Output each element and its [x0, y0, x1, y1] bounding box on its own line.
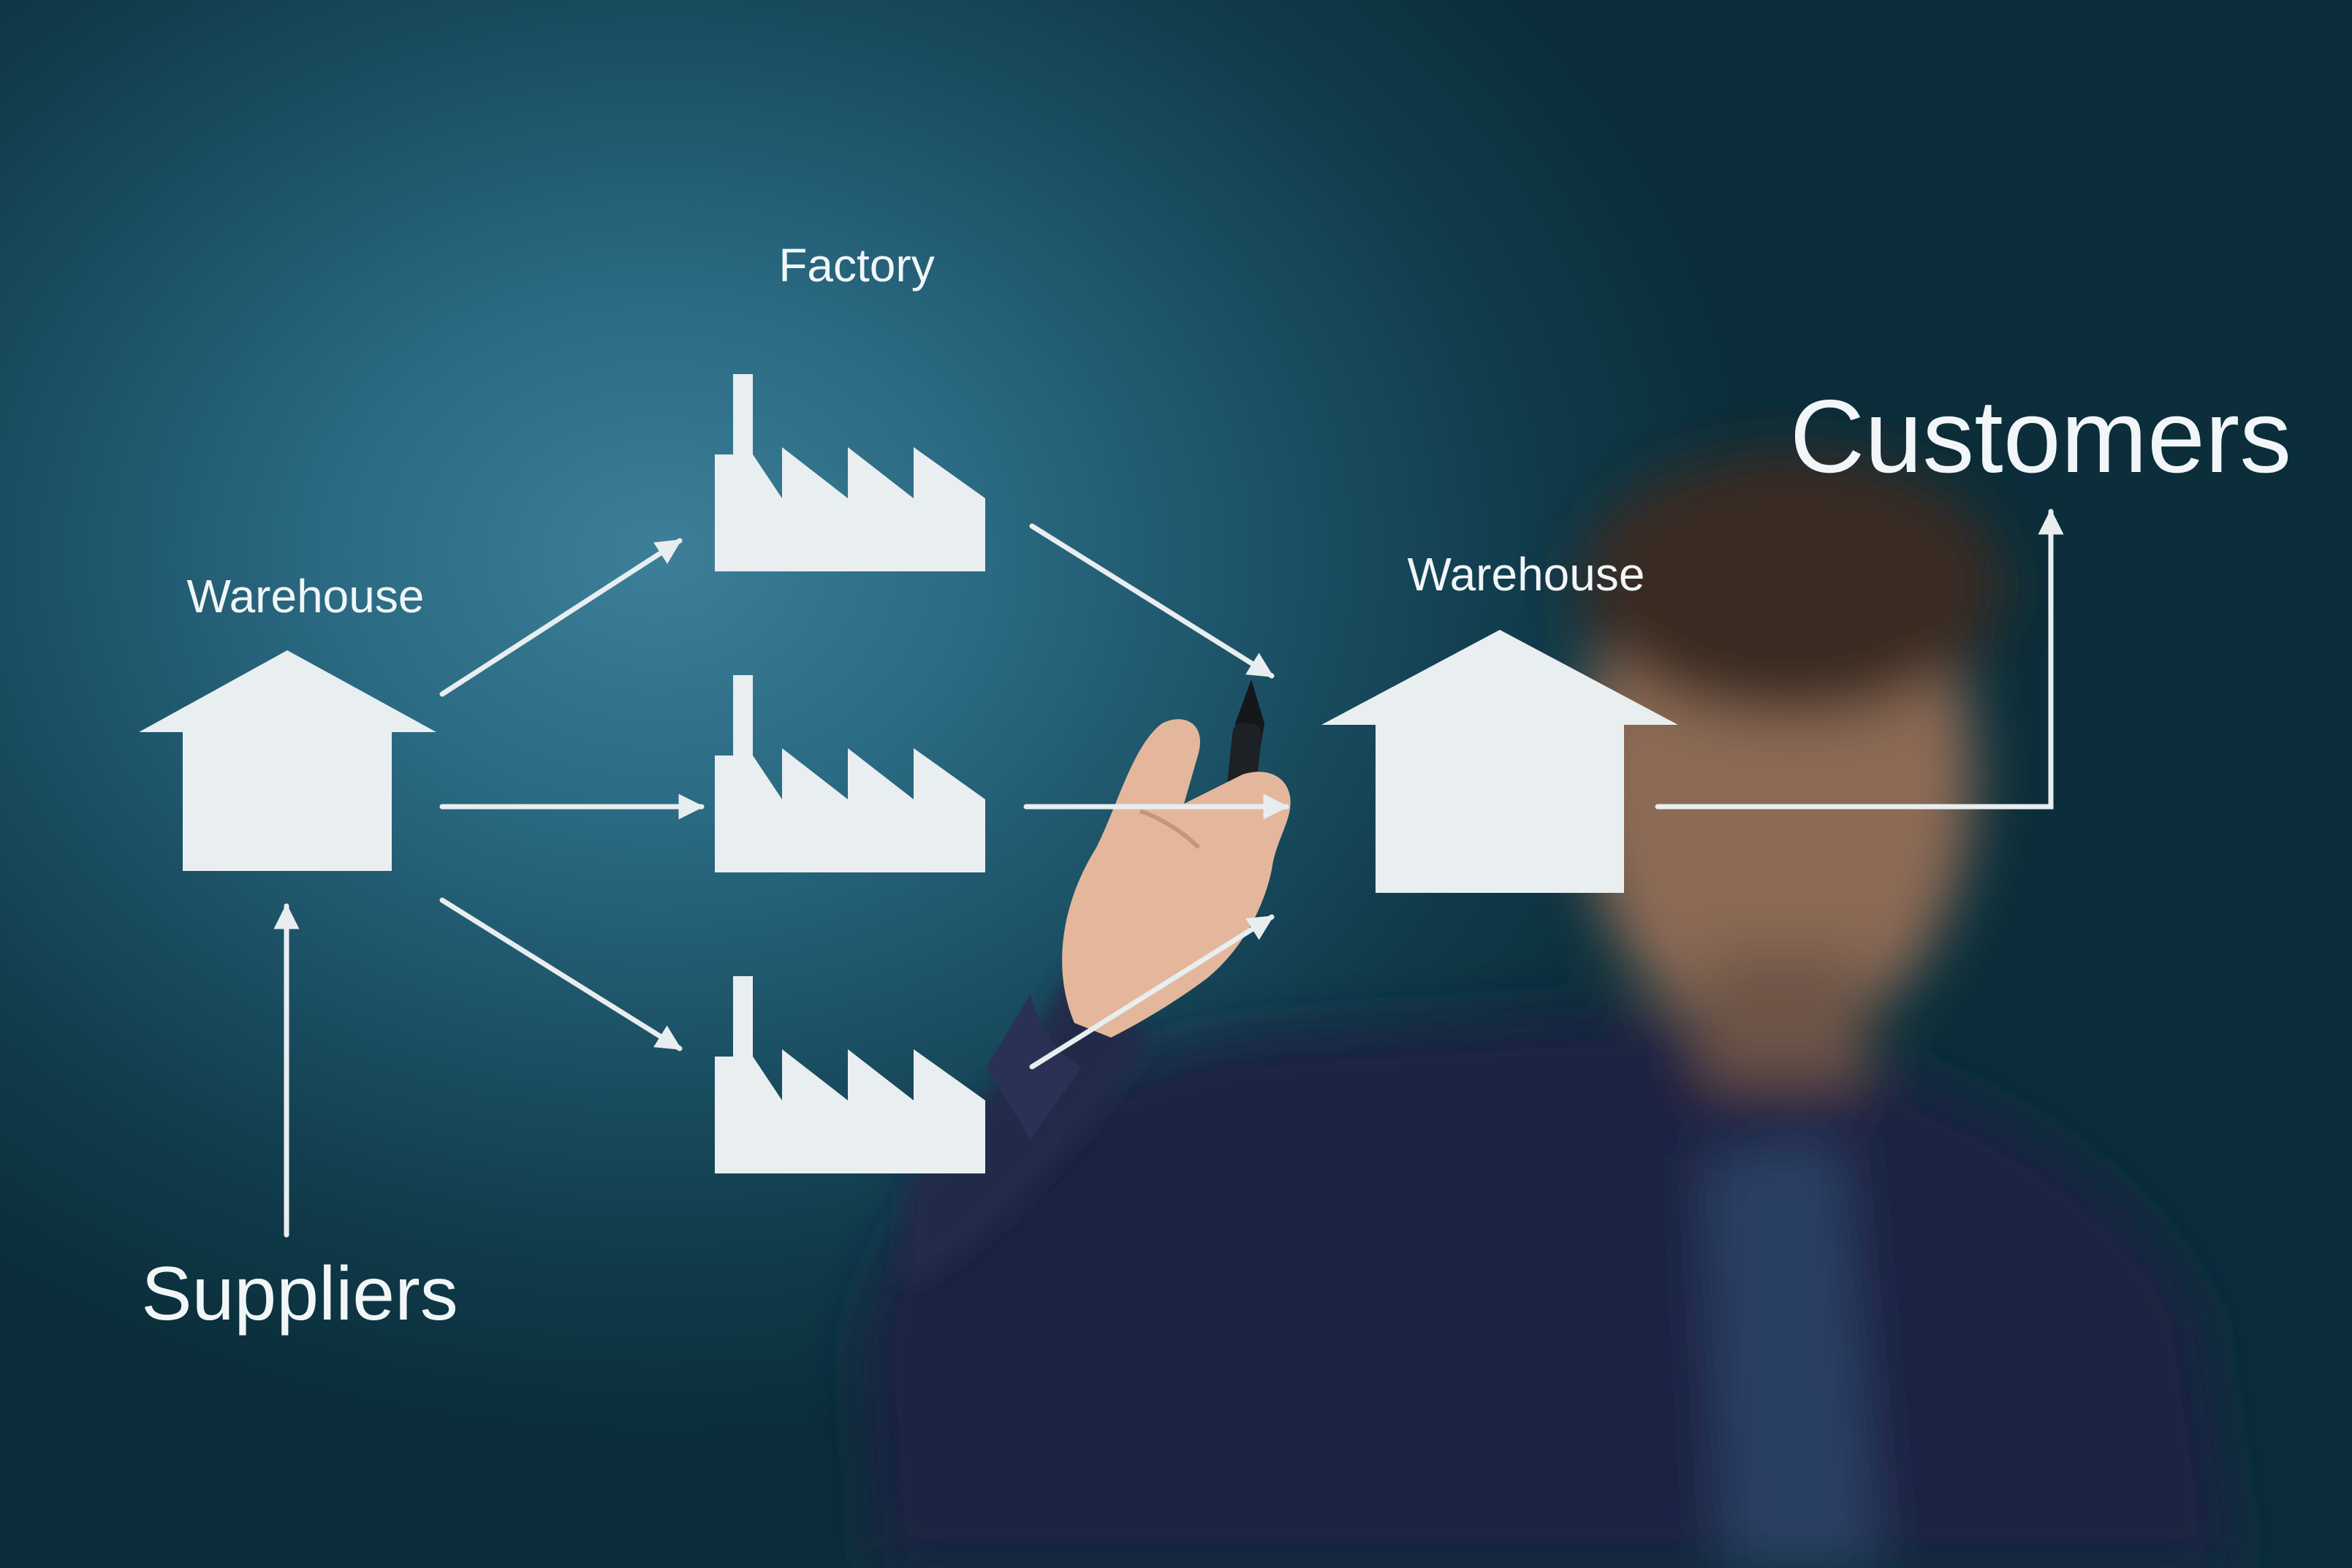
factory-label: Factory: [778, 239, 934, 292]
factory-icon: [715, 976, 985, 1173]
arrow-factory-top-to-warehouse: [1029, 523, 1275, 679]
warehouse-left: Warehouse: [139, 570, 436, 871]
arrow-warehouse-to-factory-top: [439, 538, 683, 697]
arrow-warehouse-to-factory-bottom: [439, 897, 683, 1051]
suppliers-label: Suppliers: [141, 1252, 458, 1336]
factory-group: Factory: [715, 239, 985, 1173]
warehouse-left-label: Warehouse: [187, 570, 425, 623]
arrow-warehouse-to-customers: [1655, 509, 2064, 810]
factory-icon: [715, 675, 985, 872]
customers-label: Customers: [1790, 378, 2292, 495]
arrow-factory-bottom-to-warehouse: [1029, 914, 1275, 1070]
person-photo: [862, 453, 2237, 1568]
warehouse-icon: [139, 650, 436, 871]
warehouse-right-label: Warehouse: [1408, 548, 1645, 601]
warehouse-right: Warehouse: [1321, 548, 1678, 893]
arrows: [273, 509, 2064, 1238]
warehouse-icon: [1321, 630, 1678, 893]
factory-icon: [715, 374, 985, 571]
